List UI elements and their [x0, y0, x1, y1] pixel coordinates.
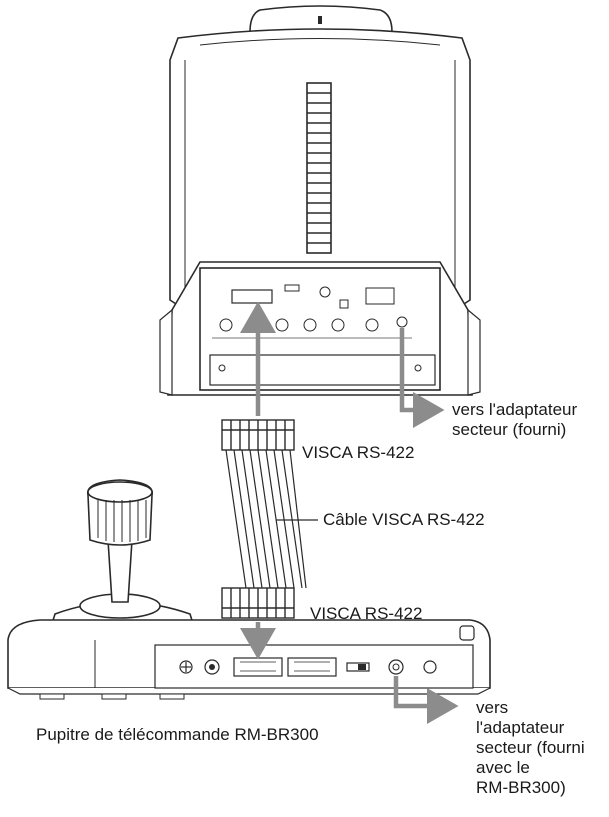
camera-unit: [159, 5, 481, 396]
visca-connector-top: [221, 419, 295, 451]
controller-rs422-port-2: [287, 657, 337, 677]
label-visca-top: VISCA RS-422: [302, 443, 415, 462]
camera-rs422-port: [231, 289, 273, 304]
connection-arrows: [240, 301, 459, 724]
label-camera-power: vers l'adaptateur secteur (fourni): [452, 400, 578, 439]
camera-vent: [306, 82, 332, 254]
controller-rs422-port-1: [233, 657, 283, 677]
label-controller: Pupitre de télécommande RM-BR300: [36, 725, 319, 744]
joystick-shaft: [107, 539, 133, 603]
label-controller-power: vers l'adaptateur secteur (fourni avec l…: [476, 698, 585, 797]
arrow-camera-power: [399, 328, 445, 428]
visca-cable: [225, 449, 307, 589]
visca-connector-bottom: [221, 587, 295, 619]
arrow-controller-power: [393, 676, 459, 724]
label-cable: Câble VISCA RS-422: [323, 510, 485, 529]
label-visca-bottom: VISCA RS-422: [310, 604, 423, 623]
camera-label-plate: [209, 354, 436, 386]
